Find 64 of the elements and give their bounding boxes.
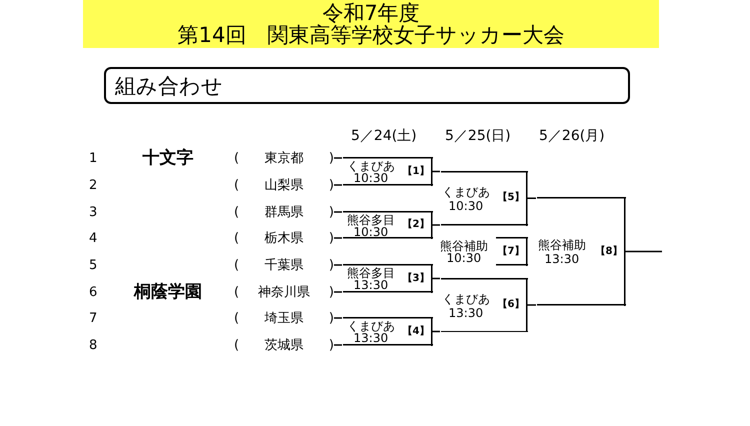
team-entry: ( 千葉県 ) [234, 255, 334, 275]
match-bracket [342, 264, 433, 293]
date-label: 5／26(月) [539, 127, 605, 145]
match-number: 【7】 [498, 246, 524, 258]
match-time: 10:30 [446, 252, 482, 264]
match-time: 10:30 [354, 172, 388, 184]
match-number: 【1】 [402, 166, 430, 178]
bracket-line [334, 264, 342, 266]
match-bracket [342, 317, 433, 346]
match-bracket [342, 211, 433, 239]
bracket-line [625, 250, 662, 252]
venue-name: くまびあ [442, 186, 490, 198]
match-number: 【2】 [402, 219, 430, 231]
row-number: 5 [89, 258, 98, 272]
row-number: 1 [89, 150, 98, 166]
bracket-line [334, 157, 342, 159]
match-time: 13:30 [448, 306, 484, 318]
date-label: 5／24(土) [351, 127, 417, 145]
row-number: 7 [89, 310, 98, 326]
match-number: 【6】 [498, 299, 524, 311]
row-number: 8 [89, 338, 98, 352]
bracket-line [334, 291, 342, 293]
bracket-line [334, 344, 342, 346]
heading-text: 組み合わせ [115, 72, 223, 100]
school-name: 十文字 [142, 146, 194, 168]
venue-name: 熊谷多目 [347, 214, 395, 226]
row-number: 3 [89, 204, 98, 220]
match-number: 【5】 [498, 192, 524, 204]
row-number: 2 [89, 178, 98, 192]
venue-name: 熊谷補助 [538, 239, 586, 251]
team-entry: ( 埼玉県 ) [234, 308, 334, 328]
venue-name: 熊谷多目 [347, 267, 395, 279]
row-number: 4 [89, 230, 98, 246]
match-bracket [342, 157, 433, 186]
school-name: 桐蔭学園 [134, 280, 202, 302]
team-entry: ( 山梨県 ) [234, 175, 334, 195]
date-label: 5／25(日) [445, 127, 511, 145]
match-number: 【4】 [402, 326, 430, 338]
venue-name: くまびあ [347, 320, 395, 332]
team-entry: ( 群馬県 ) [234, 202, 334, 222]
team-entry: ( 東京都 ) [234, 148, 334, 168]
match-time: 13:30 [354, 279, 388, 291]
match-number: 【3】 [402, 272, 430, 284]
venue-name: くまびあ [347, 160, 395, 172]
match-bracket [536, 197, 626, 306]
bracket-line [334, 237, 342, 239]
match-time: 13:30 [544, 253, 580, 265]
heading-box [104, 67, 630, 104]
title-text: 令和7年度第14回 関東高等学校女子サッカー大会 [176, 2, 566, 46]
team-entry: ( 茨城県 ) [234, 335, 334, 355]
match-bracket [440, 170, 528, 226]
match-bracket [440, 278, 528, 332]
bracket-line [334, 184, 342, 186]
venue-name: 熊谷補助 [440, 240, 488, 252]
match-time: 13:30 [354, 332, 388, 344]
venue-name: くまびあ [442, 292, 490, 304]
bracket-line [334, 317, 342, 319]
team-entry: ( 栃木県 ) [234, 228, 334, 248]
match-time: 10:30 [448, 200, 484, 212]
match-number: 【8】 [596, 246, 622, 258]
row-number: 6 [89, 284, 98, 300]
bracket-line [334, 211, 342, 213]
team-entry: ( 神奈川県 ) [234, 282, 334, 302]
match-time: 10:30 [354, 226, 388, 238]
